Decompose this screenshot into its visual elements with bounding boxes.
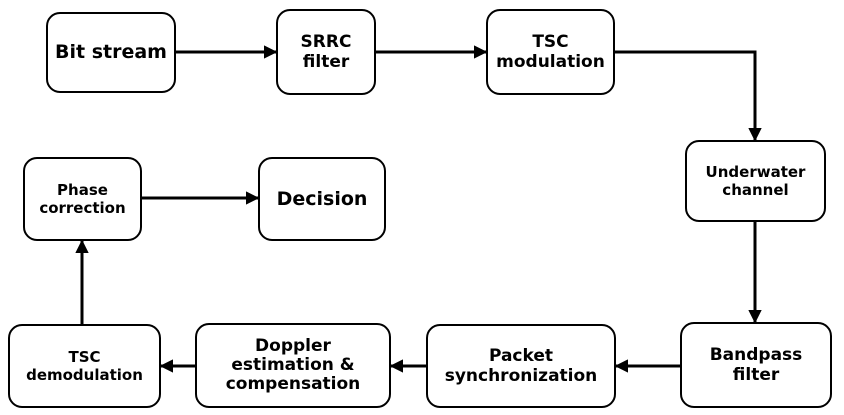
tsc-modulation-label-line1: TSC: [532, 31, 569, 52]
underwater-channel-block: Underwater channel: [685, 140, 826, 222]
bandpass-filter-label-line2: filter: [732, 365, 780, 385]
packet-synchronization-block: Packet synchronization: [426, 324, 616, 408]
underwater-channel-label-line2: channel: [722, 181, 789, 199]
packet-sync-label-line2: synchronization: [444, 366, 598, 386]
phase-correction-label-line1: Phase: [57, 181, 108, 199]
phase-correction-label-line2: correction: [39, 199, 126, 217]
bit-stream-block: Bit stream: [46, 12, 176, 93]
doppler-label-line2: estimation &: [231, 355, 355, 376]
bandpass-filter-block: Bandpass filter: [680, 322, 832, 408]
tsc-demodulation-block: TSC demodulation: [8, 324, 161, 408]
doppler-compensation-block: Doppler estimation & compensation: [195, 323, 391, 408]
doppler-label-line3: compensation: [225, 373, 361, 394]
tsc-modulation-label-line2: modulation: [496, 52, 605, 72]
decision-block: Decision: [258, 157, 386, 241]
packet-sync-label-line1: Packet: [488, 345, 554, 366]
srrc-filter-label-line2: filter: [302, 52, 350, 72]
arrow-tscmod-to-channel: [615, 50, 762, 142]
tsc-demodulation-label-line2: demodulation: [26, 366, 143, 384]
phase-correction-block: Phase correction: [23, 157, 142, 241]
bit-stream-label: Bit stream: [55, 41, 167, 64]
srrc-filter-block: SRRC filter: [276, 9, 376, 95]
decision-label: Decision: [276, 187, 368, 210]
bandpass-filter-label-line1: Bandpass: [709, 344, 803, 365]
srrc-filter-label-line1: SRRC: [300, 31, 352, 52]
tsc-demodulation-label-line1: TSC: [68, 348, 101, 366]
tsc-modulation-block: TSC modulation: [486, 9, 615, 95]
underwater-channel-label-line1: Underwater: [705, 163, 806, 181]
doppler-label-line1: Doppler: [255, 336, 331, 357]
